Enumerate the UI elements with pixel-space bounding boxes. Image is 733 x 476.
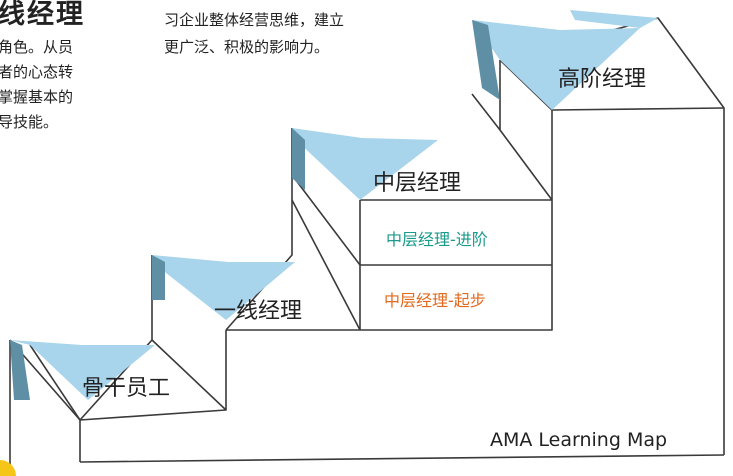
step-4-label: 高阶经理 <box>558 67 646 92</box>
riser-step-4 <box>472 20 500 100</box>
top-description-line-1: 习企业整体经营思维，建立 <box>164 11 345 29</box>
left-section-title: 线经理 <box>0 0 85 30</box>
left-description-line-4: 导技能。 <box>0 113 59 131</box>
tread-step-2 <box>152 255 295 320</box>
brand-text: AMA Learning Map <box>490 429 667 451</box>
yellow-accent-shape <box>0 460 16 476</box>
step-2-label: 一线经理 <box>214 299 302 324</box>
riser-step-1 <box>10 340 30 400</box>
step-3-label: 中层经理 <box>373 171 461 196</box>
top-description-line-2: 更广泛、积极的影响力。 <box>164 38 330 56</box>
stair-treads <box>10 10 658 400</box>
left-description-line-2: 者的心态转 <box>0 63 74 81</box>
riser-step-3 <box>292 128 305 190</box>
tread-step-4 <box>472 20 640 110</box>
stair-risers <box>10 20 500 400</box>
left-description-line-3: 掌握基本的 <box>0 88 74 106</box>
step-1-label: 骨干员工 <box>82 376 170 401</box>
step-3-beginner-label: 中层经理-起步 <box>384 291 486 310</box>
tread-step-3 <box>292 128 438 200</box>
staircase-outline <box>9 17 725 476</box>
step-3-advanced-label: 中层经理-进阶 <box>386 230 488 249</box>
tread-step-1 <box>10 340 155 400</box>
riser-step-2 <box>152 255 165 300</box>
arrow-head <box>570 10 658 28</box>
left-description-line-1: 角色。从员 <box>0 38 74 56</box>
